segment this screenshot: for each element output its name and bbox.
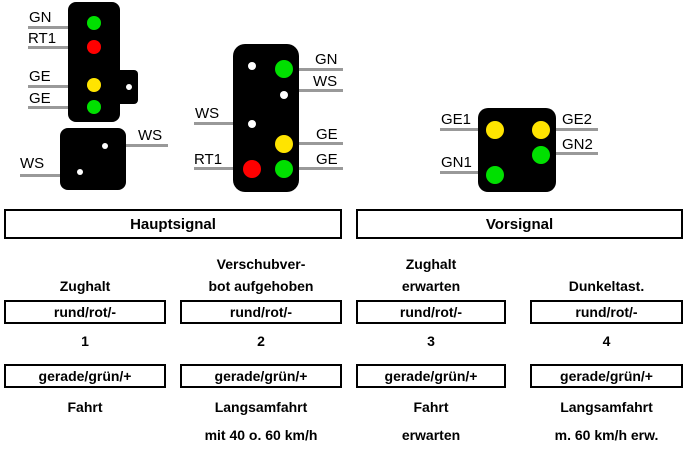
label-ge-lower: GE <box>316 151 338 168</box>
label-ws-left: WS <box>195 105 219 122</box>
col3-bottom-box: gerade/grün/+ <box>356 364 506 388</box>
lamp-ge-lower <box>275 160 293 178</box>
col3-number: 3 <box>427 333 435 349</box>
signal-a-side-dot <box>126 84 132 90</box>
col4-desc-l1: Langsamfahrt <box>560 399 653 415</box>
label-ge-upper: GE <box>29 68 51 85</box>
signal-b-body <box>233 44 299 192</box>
label-ge-lower: GE <box>29 90 51 107</box>
lamp-ws-right <box>102 143 108 149</box>
label-rt1: RT1 <box>28 30 56 47</box>
label-gn: GN <box>29 9 52 26</box>
label-ws-right: WS <box>138 127 162 144</box>
col3-title-l2: erwarten <box>401 278 461 294</box>
col2-desc-l2: mit 40 o. 60 km/h <box>204 427 318 443</box>
col4-desc-l2: m. 60 km/h erw. <box>554 427 659 443</box>
label-ge2: GE2 <box>562 111 592 128</box>
lamp-gn1 <box>486 166 504 184</box>
label-gn: GN <box>315 51 338 68</box>
lamp-ge1 <box>486 121 504 139</box>
label-gn2: GN2 <box>562 136 593 153</box>
col1-desc-l1: Fahrt <box>67 399 103 415</box>
label-ge-upper: GE <box>316 126 338 143</box>
header-hauptsignal: Hauptsignal <box>4 209 342 239</box>
col2-title-l1: Verschubver- <box>216 256 306 272</box>
col3-desc-l2: erwarten <box>401 427 461 443</box>
signal-a-lower-body <box>60 128 126 190</box>
signal-a-upper-body <box>68 2 120 122</box>
col2-number: 2 <box>257 333 265 349</box>
lamp-ws-left <box>248 120 256 128</box>
lamp-rt1 <box>87 40 101 54</box>
lamp-ge-lower <box>87 100 101 114</box>
col1-number: 1 <box>81 333 89 349</box>
label-gn1: GN1 <box>441 154 472 171</box>
signal-head-vorsignal: GE1 GE2 GN2 GN1 <box>440 108 598 192</box>
label-ws-left: WS <box>20 155 44 172</box>
label-rt1: RT1 <box>194 151 222 168</box>
lamp-gn2 <box>532 146 550 164</box>
col1-title-l2: Zughalt <box>59 278 111 294</box>
col2-desc-l1: Langsamfahrt <box>214 399 308 415</box>
col4-bottom-box: gerade/grün/+ <box>530 364 683 388</box>
lamp-ge2 <box>532 121 550 139</box>
col4-number: 4 <box>602 333 611 349</box>
lamp-ge-upper <box>275 135 293 153</box>
col4-top-box: rund/rot/- <box>530 300 683 324</box>
col2-top-box: rund/rot/- <box>180 300 342 324</box>
col3-title-l1: Zughalt <box>405 256 457 272</box>
label-ge1: GE1 <box>441 111 471 128</box>
col1-top-box: rund/rot/- <box>4 300 166 324</box>
lamp-gn <box>275 60 293 78</box>
lamp-ws-right <box>280 91 288 99</box>
col3-desc-l1: Fahrt <box>413 399 449 415</box>
header-vorsignal: Vorsignal <box>356 209 683 239</box>
signal-head-a: GN RT1 GE GE WS WS <box>20 2 168 190</box>
lamp-ws-left <box>77 169 83 175</box>
col3-top-box: rund/rot/- <box>356 300 506 324</box>
col4-title-l2: Dunkeltast. <box>568 278 645 294</box>
col2-bottom-box: gerade/grün/+ <box>180 364 342 388</box>
lamp-ws-top <box>248 62 256 70</box>
col2-title-l2: bot aufgehoben <box>208 278 314 294</box>
lamp-rt1 <box>243 160 261 178</box>
col1-bottom-box: gerade/grün/+ <box>4 364 166 388</box>
label-ws-right: WS <box>313 73 337 90</box>
signal-head-b: GN WS WS GE RT1 GE <box>194 44 343 192</box>
lamp-ge-upper <box>87 78 101 92</box>
lamp-gn <box>87 16 101 30</box>
